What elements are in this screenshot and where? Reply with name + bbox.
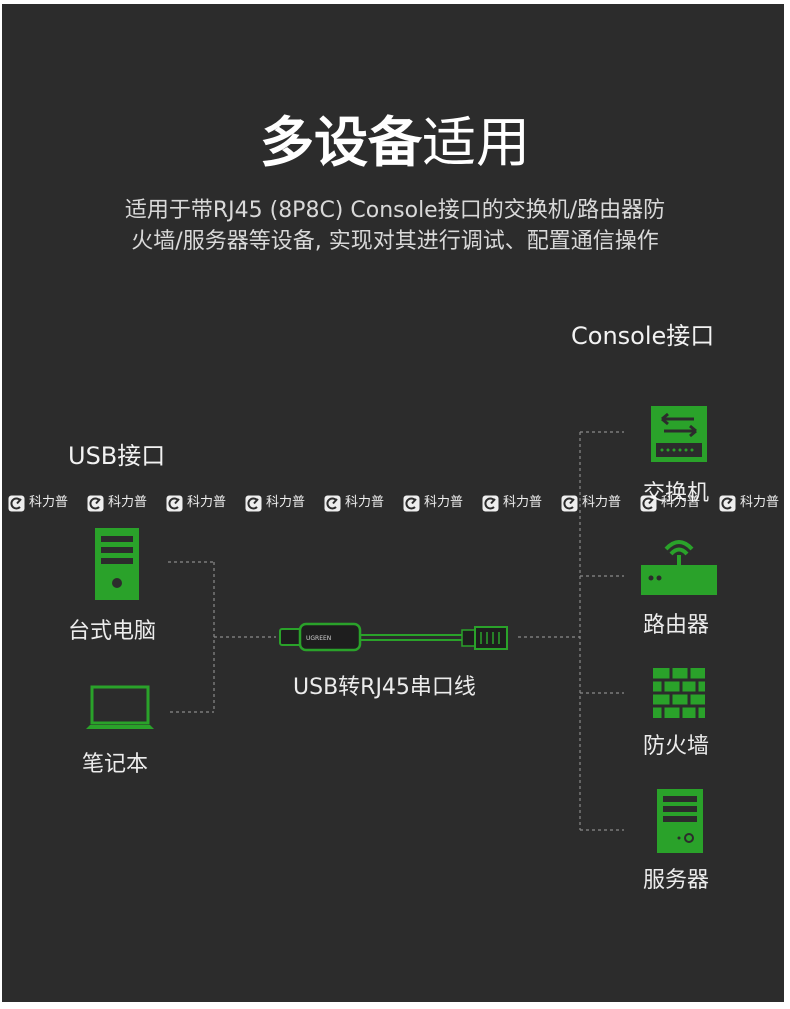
watermark-logo-icon xyxy=(561,495,578,511)
watermark-logo-icon xyxy=(640,495,657,511)
console-port-heading: Console接口 xyxy=(571,322,715,350)
watermark-text: 科力普 xyxy=(582,495,622,510)
server-icon xyxy=(657,789,703,853)
watermark-logo-icon xyxy=(87,495,104,511)
watermark: 科力普 xyxy=(482,494,542,512)
watermark-text: 科力普 xyxy=(424,495,464,510)
title-light: 适用 xyxy=(422,111,530,174)
watermark: 科力普 xyxy=(403,494,463,512)
watermark-text: 科力普 xyxy=(661,495,701,510)
desktop-label: 台式电脑 xyxy=(68,619,157,644)
watermark-logo-icon xyxy=(166,495,183,511)
firewall-icon xyxy=(653,668,705,718)
watermark: 科力普 xyxy=(719,494,779,512)
watermark: 科力普 xyxy=(245,494,305,512)
watermark-logo-icon xyxy=(245,495,262,511)
cable-brand-text: UGREEN xyxy=(306,635,331,642)
watermark: 科力普 xyxy=(166,494,226,512)
watermark-text: 科力普 xyxy=(29,495,69,510)
watermark-logo-icon xyxy=(482,495,499,511)
watermark-logo-icon xyxy=(324,495,341,511)
subtitle-line-1: 适用于带RJ45 (8P8C) Console接口的交换机/路由器防 xyxy=(124,198,666,223)
watermark-text: 科力普 xyxy=(108,495,148,510)
usb-port-heading: USB接口 xyxy=(68,442,166,470)
watermark: 科力普 xyxy=(87,494,147,512)
switch-icon xyxy=(651,406,707,462)
watermark-logo-icon xyxy=(719,495,736,511)
laptop-icon xyxy=(86,685,154,729)
watermark: 科力普 xyxy=(324,494,384,512)
watermark-text: 科力普 xyxy=(345,495,385,510)
watermark-text: 科力普 xyxy=(740,495,780,510)
watermark: 科力普 xyxy=(8,494,68,512)
firewall-label: 防火墙 xyxy=(643,734,710,759)
subtitle-line-2: 火墙/服务器等设备, 实现对其进行调试、配置通信操作 xyxy=(131,229,659,254)
watermark-logo-icon xyxy=(403,495,420,511)
usb-rj45-cable-icon: UGREEN xyxy=(279,622,508,652)
page-title: 多设备适用 xyxy=(0,110,790,176)
watermark-text: 科力普 xyxy=(266,495,306,510)
watermark-text: 科力普 xyxy=(187,495,227,510)
desktop-tower-icon xyxy=(95,528,139,600)
title-bold: 多设备 xyxy=(260,111,422,174)
server-label: 服务器 xyxy=(643,868,710,893)
watermark-text: 科力普 xyxy=(503,495,543,510)
watermark-logo-icon xyxy=(8,495,25,511)
watermark: 科力普 xyxy=(640,494,700,512)
laptop-label: 笔记本 xyxy=(82,752,149,777)
watermark: 科力普 xyxy=(561,494,621,512)
router-icon xyxy=(641,540,717,595)
cable-label: USB转RJ45串口线 xyxy=(293,675,476,700)
router-label: 路由器 xyxy=(643,613,710,638)
